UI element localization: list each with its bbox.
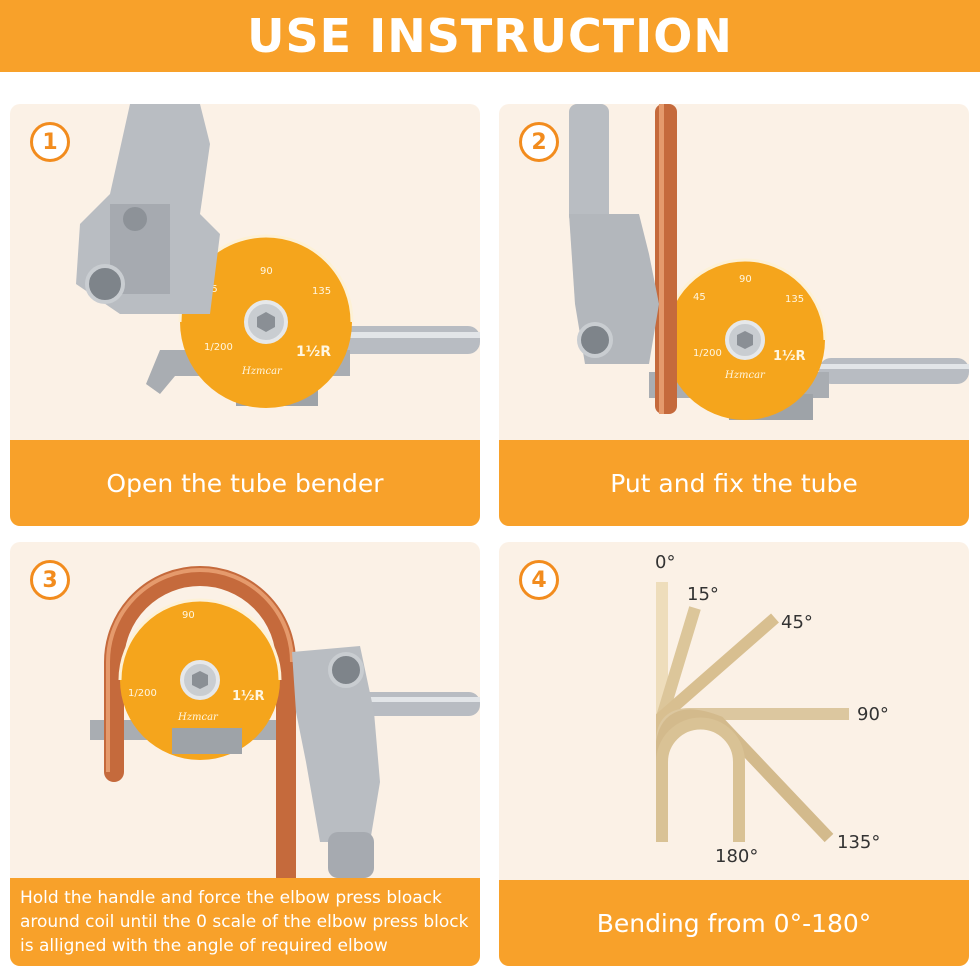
step-caption: Put and fix the tube xyxy=(499,440,969,526)
svg-text:1/200: 1/200 xyxy=(693,348,722,359)
svg-text:Hzmcar: Hzmcar xyxy=(177,712,219,723)
angle-label-15: 15° xyxy=(687,584,719,605)
angle-label-180: 180° xyxy=(715,846,759,867)
svg-text:90: 90 xyxy=(182,610,195,621)
svg-text:90: 90 xyxy=(739,274,752,285)
step-number-badge: 3 xyxy=(30,560,70,600)
svg-text:1½R: 1½R xyxy=(296,344,331,360)
svg-text:Hzmcar: Hzmcar xyxy=(724,370,766,381)
tube-bending-illustration: 90 1/200 1½R Hzmcar xyxy=(90,566,480,878)
svg-text:135: 135 xyxy=(312,286,331,297)
tube-inserted-illustration: 90 45 135 1/200 1½R Hzmcar xyxy=(569,104,969,420)
svg-text:1/200: 1/200 xyxy=(204,342,233,353)
svg-text:Hzmcar: Hzmcar xyxy=(241,366,283,377)
step-card-2: 90 45 135 1/200 1½R Hzmcar 2 Put and fix… xyxy=(499,104,969,526)
step-caption: Bending from 0°-180° xyxy=(499,880,969,966)
bending-angles-diagram xyxy=(656,582,849,843)
step-card-1: 90 45 135 1/200 1½R Hzmcar 1 Open the tu… xyxy=(10,104,480,526)
dial-label-90: 90 xyxy=(260,266,273,277)
angle-label-45: 45° xyxy=(781,612,813,633)
svg-text:45: 45 xyxy=(693,292,706,303)
angle-label-135: 135° xyxy=(837,832,881,853)
step-card-3: 90 1/200 1½R Hzmcar 3 Hold the handle an… xyxy=(10,542,480,966)
angle-label-0: 0° xyxy=(655,552,676,573)
step-card-4: 0° 15° 45° 90° 135° 180° 4 Bending from … xyxy=(499,542,969,966)
svg-text:1½R: 1½R xyxy=(773,349,806,364)
svg-text:1½R: 1½R xyxy=(232,689,265,704)
angle-label-90: 90° xyxy=(857,704,889,725)
header-banner: USE INSTRUCTION xyxy=(0,0,980,72)
step-number-badge: 1 xyxy=(30,122,70,162)
step-number-badge: 4 xyxy=(519,560,559,600)
step-caption: Hold the handle and force the elbow pres… xyxy=(10,878,480,966)
step-caption: Open the tube bender xyxy=(10,440,480,526)
step-number-badge: 2 xyxy=(519,122,559,162)
svg-text:1/200: 1/200 xyxy=(128,688,157,699)
svg-text:135: 135 xyxy=(785,294,804,305)
tube-bender-open-illustration: 90 45 135 1/200 1½R Hzmcar xyxy=(76,104,480,408)
page-title: USE INSTRUCTION xyxy=(247,9,733,63)
